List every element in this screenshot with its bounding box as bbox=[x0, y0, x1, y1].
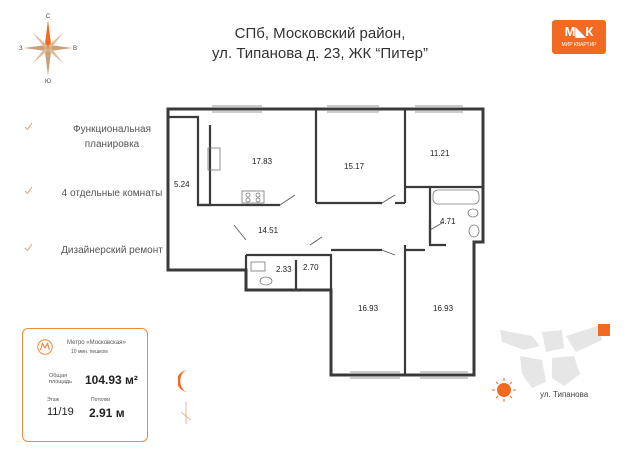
room-area-label: 16.93 bbox=[358, 304, 379, 313]
title-line-1: СПб, Московский район, bbox=[234, 25, 406, 42]
room-area-label: 14.51 bbox=[258, 226, 279, 235]
sun-icon bbox=[497, 383, 511, 397]
compass-north: С bbox=[46, 14, 51, 20]
compass-south: Ю bbox=[45, 79, 51, 84]
check-icon bbox=[24, 243, 33, 252]
street-label: ул. Типанова bbox=[540, 390, 589, 399]
compass-west: З bbox=[19, 46, 23, 52]
metro-icon bbox=[37, 339, 53, 355]
room-area-label: 11.21 bbox=[430, 149, 450, 158]
toilet-icon bbox=[259, 276, 273, 286]
feature-text: 4 отдельные комнаты bbox=[61, 188, 163, 199]
logo-subtitle: МИР КВАРТИР bbox=[561, 42, 597, 48]
metro-label: Метро «Московская» bbox=[67, 340, 126, 346]
floor-plan bbox=[166, 105, 485, 379]
brand-logo: М◣К МИР КВАРТИР bbox=[552, 20, 606, 54]
ceiling-value: 2.91 м bbox=[89, 406, 125, 420]
room-area-label: 15.17 bbox=[344, 162, 365, 171]
room-area-label: 5.24 bbox=[174, 180, 190, 189]
compass-rose-icon: С Ю З В bbox=[19, 14, 77, 85]
area-label: Общая площадь bbox=[49, 373, 72, 385]
ceiling-label: Потолки bbox=[91, 397, 111, 403]
bathtub-icon bbox=[432, 189, 480, 205]
toilet-icon bbox=[468, 224, 480, 238]
moon-icon bbox=[178, 370, 192, 424]
title-line-2: ул. Типанова д. 23, ЖК “Питер” bbox=[212, 45, 428, 62]
room-area-label: 4.71 bbox=[440, 217, 456, 226]
outer-wall bbox=[166, 107, 485, 377]
room-area-label: 16.93 bbox=[433, 304, 454, 313]
logo-mark: М◣К bbox=[564, 24, 594, 39]
info-card: Метро «Московская» 10 мин. пешком Общая … bbox=[22, 328, 148, 442]
compass: С Ю З В bbox=[18, 12, 78, 85]
washbasin-icon bbox=[250, 261, 266, 272]
page-title: СПб, Московский район, ул. Типанова д. 2… bbox=[170, 24, 470, 64]
feature-text: Дизайнерский ремонт bbox=[61, 245, 163, 256]
location-map bbox=[492, 324, 610, 402]
target-building-icon bbox=[598, 324, 610, 336]
floor-label: Этаж bbox=[47, 397, 59, 403]
stove-icon bbox=[241, 190, 265, 204]
room-area-label: 17.83 bbox=[252, 157, 273, 166]
metro-walk: 10 мин. пешком bbox=[71, 349, 108, 355]
kitchen-counter-icon bbox=[207, 147, 221, 171]
floor-value: 11/19 bbox=[47, 406, 74, 418]
room-area-label: 2.33 bbox=[276, 265, 292, 274]
feature-text: Функциональная планировка bbox=[72, 124, 151, 150]
sink-icon bbox=[467, 208, 479, 218]
area-value: 104.93 м² bbox=[85, 373, 138, 387]
check-icon bbox=[24, 186, 33, 195]
check-icon bbox=[24, 122, 33, 131]
room-area-label: 2.70 bbox=[303, 263, 319, 272]
compass-east: В bbox=[73, 46, 77, 52]
